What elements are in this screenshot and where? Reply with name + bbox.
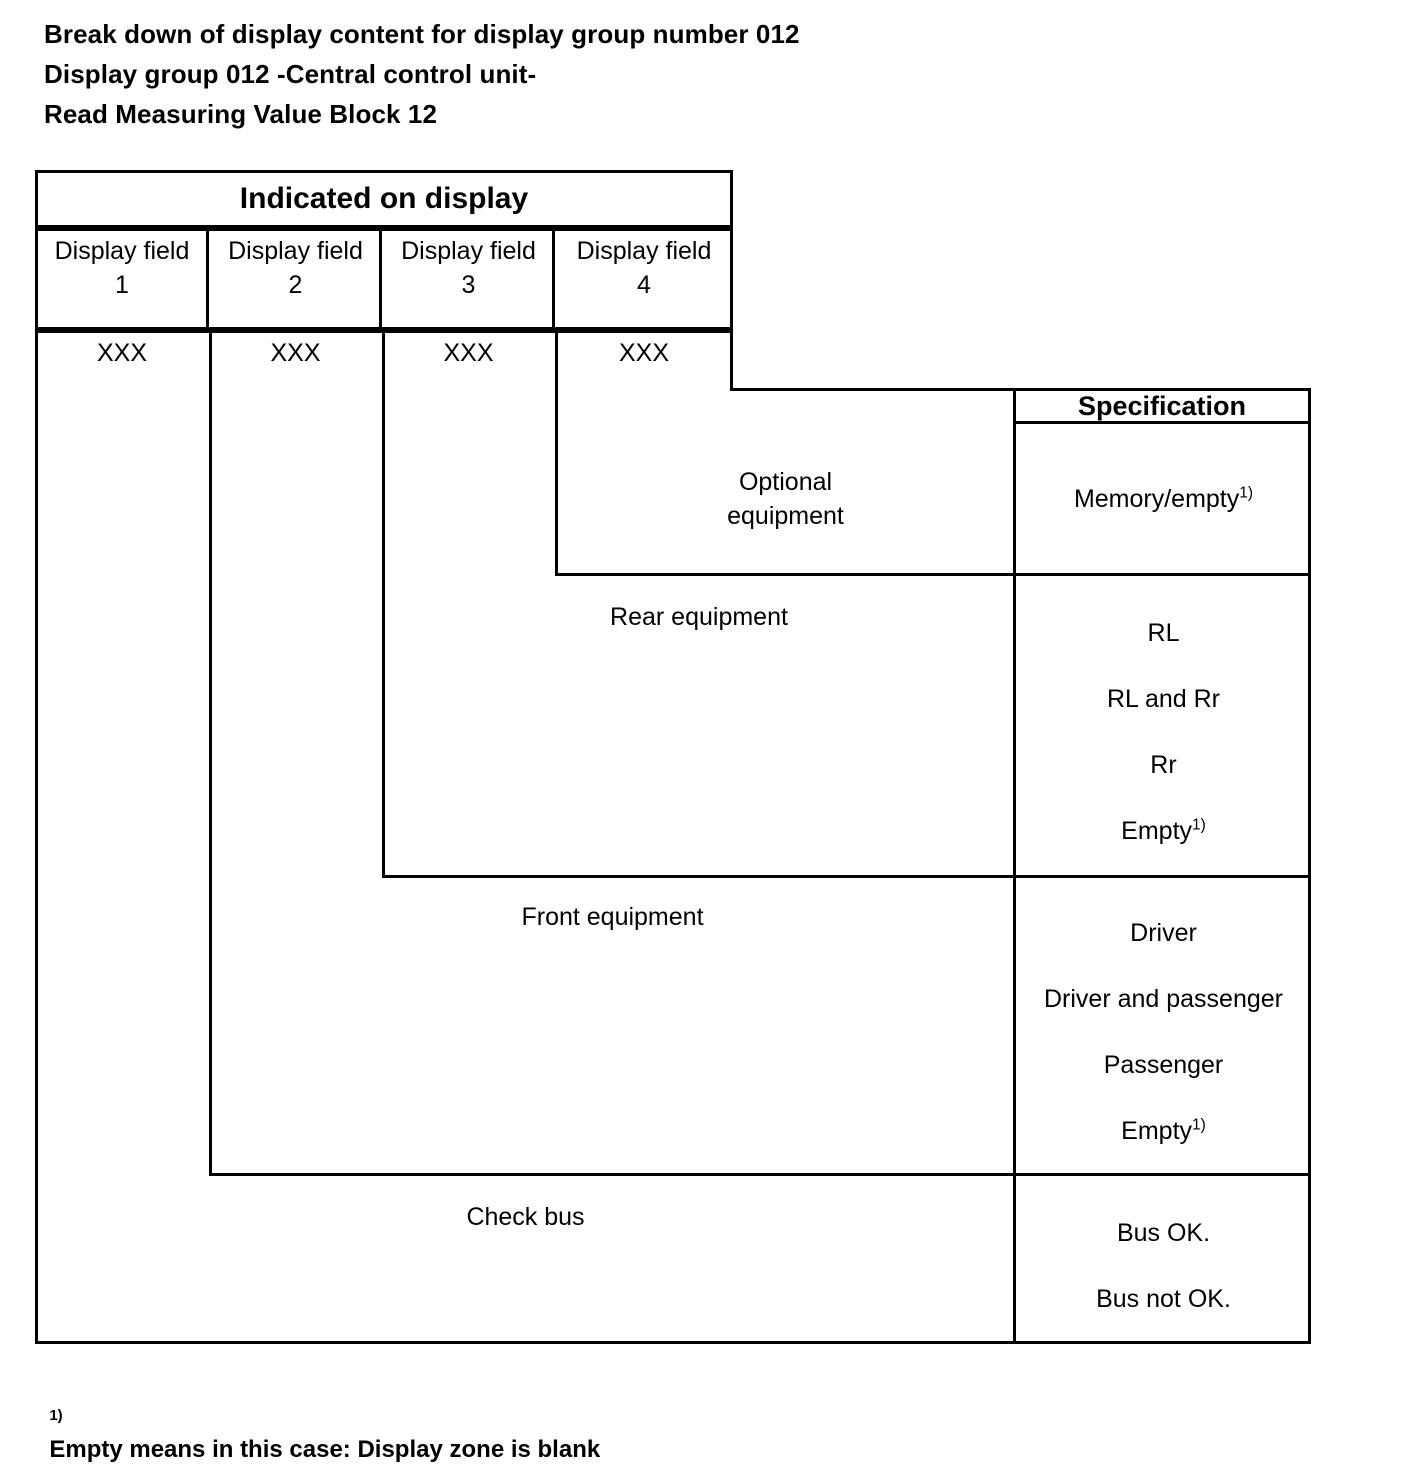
- row-optional-spec-bottom: [1013, 573, 1311, 576]
- specification-header-box: [1013, 388, 1311, 424]
- row-front-bottom: [209, 1173, 1013, 1176]
- footnote-text: Empty means in this case: Display zone i…: [49, 1436, 601, 1463]
- value-text-1: XXX: [96, 339, 148, 367]
- display-field-2-header-box: [209, 228, 382, 330]
- row-checkbus-spec-divider: [1013, 1176, 1016, 1344]
- value-text-2: XXX: [270, 339, 321, 367]
- display-field-4-value: XXX: [555, 336, 733, 384]
- row-optional-equipment-spec: Memory/empty1): [1016, 424, 1311, 573]
- row-rear-spec-divider: [1013, 576, 1016, 878]
- spec-item: Empty1): [1121, 1116, 1206, 1145]
- footnote-mark: 1): [49, 1407, 63, 1424]
- row-optional-bottom: [555, 573, 1013, 576]
- optional-equipment-line-1: Optional: [738, 467, 833, 496]
- footnote-marker: 1): [1192, 1116, 1206, 1134]
- spec-item: RL: [1147, 619, 1180, 647]
- row-check-bus-label: Check bus: [38, 1200, 1013, 1260]
- indicated-on-display-header-box: [35, 170, 733, 228]
- spec-item: Bus OK.: [1116, 1219, 1211, 1247]
- spec-item: Rr: [1150, 751, 1177, 779]
- row-front-equipment-label: Front equipment: [212, 900, 1013, 960]
- footnote-marker: 1): [1192, 816, 1206, 834]
- front-equipment-line-1: Front equipment: [521, 903, 704, 931]
- row-optional-spec-divider: [1013, 424, 1016, 576]
- row-front-equipment-spec: Driver Driver and passenger Passenger Em…: [1016, 900, 1311, 1175]
- row-front-spec-divider: [1013, 878, 1016, 1176]
- display-field-1-value: XXX: [35, 336, 209, 384]
- outline-col4-right-edge: [730, 330, 733, 388]
- spec-item: Driver and passenger: [1043, 985, 1283, 1013]
- footnote: 1) Empty means in this case: Display zon…: [36, 1379, 600, 1464]
- spec-item: RL and Rr: [1106, 685, 1220, 713]
- value-text-4: XXX: [618, 339, 670, 367]
- row-rear-equipment-spec: RL RL and Rr Rr Empty1): [1016, 600, 1311, 875]
- rear-equipment-line-1: Rear equipment: [610, 603, 788, 631]
- outline-right-edge: [1308, 388, 1311, 1344]
- row-rear-spec-bottom: [1013, 875, 1311, 878]
- outline-step-1: [730, 388, 1311, 391]
- display-field-2-value: XXX: [209, 336, 382, 384]
- outline-bottom-edge: [35, 1341, 1311, 1344]
- row-check-bus-spec: Bus OK. Bus not OK.: [1016, 1200, 1311, 1340]
- footnote-marker: 1): [1239, 484, 1254, 502]
- row-rear-bottom: [382, 875, 1013, 878]
- spec-item: Passenger: [1103, 1051, 1224, 1079]
- row-front-spec-bottom: [1013, 1173, 1311, 1176]
- spec-item: Memory/empty1): [1073, 484, 1254, 513]
- spec-item: Driver: [1130, 919, 1197, 947]
- spec-item: Empty1): [1121, 816, 1206, 845]
- outline-left-edge: [35, 330, 38, 1344]
- display-field-1-header-box: [35, 228, 209, 330]
- row-optional-left-edge: [555, 333, 558, 576]
- title-line-3: Read Measuring Value Block 12: [44, 99, 438, 129]
- row-rear-equipment-label: Rear equipment: [385, 600, 1013, 660]
- check-bus-line-1: Check bus: [466, 1203, 585, 1231]
- page-title: Break down of display content for displa…: [44, 14, 1244, 134]
- row-rear-left-edge: [382, 333, 385, 878]
- row-front-left-edge: [209, 333, 212, 1176]
- display-field-3-header-box: [382, 228, 555, 330]
- row-optional-equipment-label: Optional equipment: [558, 424, 1013, 573]
- outline-body-top: [35, 330, 733, 333]
- title-line-1: Break down of display content for displa…: [44, 19, 800, 49]
- display-field-3-value: XXX: [382, 336, 555, 384]
- spec-item: Bus not OK.: [1096, 1285, 1231, 1313]
- title-line-2: Display group 012 -Central control unit-: [44, 59, 537, 89]
- display-field-4-header-box: [555, 228, 733, 330]
- optional-equipment-line-2: equipment: [727, 501, 844, 530]
- value-text-3: XXX: [443, 339, 494, 367]
